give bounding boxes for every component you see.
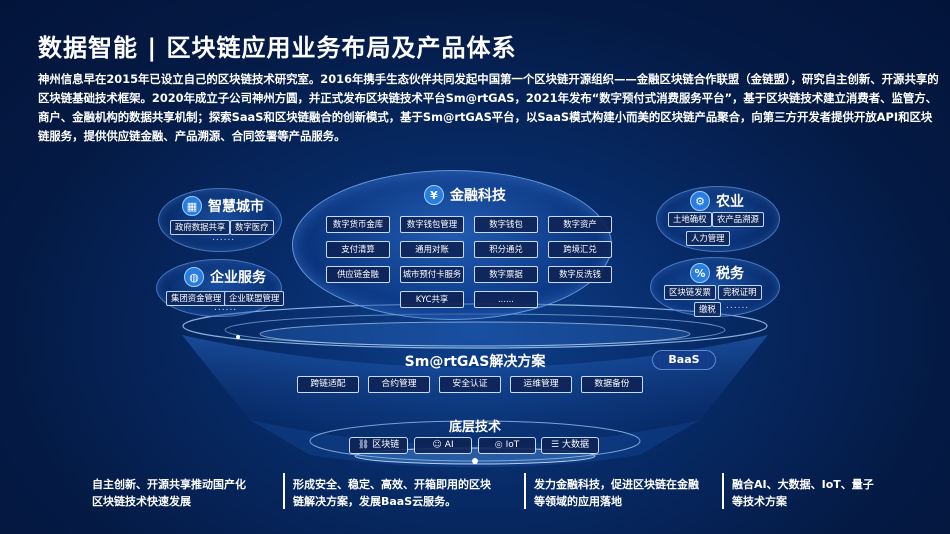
tax-icon: % <box>690 263 710 283</box>
smartgas-item: 数据备份 <box>581 376 643 393</box>
agriculture-heading: ⚙ 农业 <box>690 191 744 211</box>
base-tech-item: ⛓ 区块链 <box>349 437 408 454</box>
base-tech-label: 区块链 <box>372 440 400 450</box>
agriculture-item: 农产品溯源 <box>712 212 764 227</box>
smartgas-item: 跨链适配 <box>297 376 359 393</box>
base-tech-title: 底层技术 <box>448 420 501 435</box>
smart-city-item: 政府数据共享 <box>170 220 231 235</box>
baas-badge: BaaS <box>652 350 716 370</box>
enterprise-title: 企业服务 <box>210 270 266 286</box>
fintech-item: 数字票据 <box>474 266 538 283</box>
blockchain-icon: ⛓ <box>357 440 370 450</box>
base-tech-label: IoT <box>505 440 520 450</box>
fintech-item: KYC共享 <box>400 291 464 308</box>
fintech-item: 数字钱包管理 <box>400 216 464 233</box>
fintech-item: 支付清算 <box>326 241 390 258</box>
smart-city-title: 智慧城市 <box>208 199 264 215</box>
enterprise-ellipse <box>156 259 282 317</box>
base-tech-item: ☺ AI <box>414 437 472 454</box>
agriculture-item: 土地确权 <box>668 212 712 227</box>
tax-item: 完税证明 <box>718 285 762 300</box>
base-tech-item: ◎ IoT <box>478 437 536 454</box>
smart-city-more: ...... <box>212 233 236 243</box>
enterprise-heading: ◍ 企业服务 <box>184 267 266 287</box>
caption-divider <box>524 473 526 509</box>
smartgas-item: 合约管理 <box>368 376 430 393</box>
agriculture-title: 农业 <box>716 194 744 210</box>
caption-divider <box>722 473 724 509</box>
fintech-title: 金融科技 <box>450 188 506 204</box>
base-tech-label: 大数据 <box>562 440 590 450</box>
page-title: 数据智能 | 区块链应用业务布局及产品体系 <box>38 34 517 62</box>
fintech-item: 供应链金融 <box>326 266 390 283</box>
base-tech-label: AI <box>444 440 454 450</box>
intro-paragraph: 神州信息早在2015年已设立自己的区块链技术研究室。2016年携手生态伙伴共同发… <box>38 72 939 143</box>
fintech-heading: ¥ 金融科技 <box>424 185 506 205</box>
fintech-item: ...... <box>474 291 538 308</box>
tractor-icon: ⚙ <box>690 191 710 211</box>
database-icon: ☰ <box>550 440 560 450</box>
fintech-item: 数字反洗钱 <box>548 266 612 283</box>
tax-item: 区块链发票 <box>664 285 716 300</box>
caption-2: 形成安全、稳定、高效、开箱即用的区块链解决方案，发展BaaS云服务。 <box>293 478 491 508</box>
smartgas-item: 运维管理 <box>510 376 572 393</box>
enterprise-icon: ◍ <box>184 267 204 287</box>
fintech-item: 积分通兑 <box>474 241 538 258</box>
fintech-item: 通用对账 <box>400 241 464 258</box>
tax-more: ...... <box>726 301 750 311</box>
smart-city-item: 数字医疗 <box>230 220 274 235</box>
caption-divider <box>283 473 285 509</box>
caption-1: 自主创新、开源共享推动国产化区块链技术快速发展 <box>92 478 246 508</box>
tax-title: 税务 <box>716 266 744 282</box>
fintech-item: 跨境汇兑 <box>548 241 612 258</box>
caption-4: 融合AI、大数据、IoT、量子等技术方案 <box>732 478 874 508</box>
building-icon: ▦ <box>182 196 202 216</box>
fintech-item: 数字钱包 <box>474 216 538 233</box>
caption-3: 发力金融科技，促进区块链在金融等领域的应用落地 <box>534 478 699 508</box>
enterprise-item: 企业联盟管理 <box>224 291 285 306</box>
ai-icon: ☺ <box>432 440 442 450</box>
enterprise-more: ...... <box>214 303 238 313</box>
base-tech-item: ☰ 大数据 <box>541 437 599 454</box>
iot-icon: ◎ <box>494 440 503 450</box>
tax-heading: % 税务 <box>690 263 744 283</box>
smartgas-title: Sm@rtGAS解决方案 <box>404 354 546 370</box>
agriculture-item: 人力管理 <box>686 231 730 246</box>
fintech-item: 数字货币金库 <box>326 216 390 233</box>
fintech-item: 数字资产 <box>548 216 612 233</box>
coin-icon: ¥ <box>424 185 444 205</box>
tax-item: 缴税 <box>694 302 721 317</box>
fintech-item: 城市预付卡服务 <box>400 266 464 283</box>
smart-city-heading: ▦ 智慧城市 <box>182 196 264 216</box>
smartgas-item: 安全认证 <box>439 376 501 393</box>
